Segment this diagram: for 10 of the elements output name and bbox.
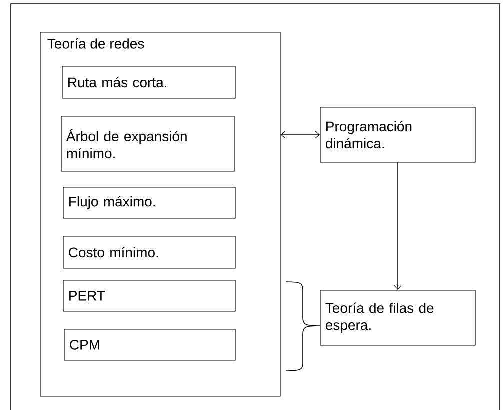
process-box: Ruta más corta.	[62, 66, 236, 99]
process-box: Costo mínimo.	[63, 236, 236, 269]
process-box: Árbol de expansión mínimo.	[61, 116, 235, 172]
process-box: CPM	[64, 329, 236, 361]
arrow	[394, 162, 402, 290]
process-box: Teoría de filas de espera.	[320, 290, 476, 346]
process-box: PERT	[63, 280, 236, 312]
process-box: Programación dinámica.	[320, 107, 476, 163]
arrow	[280, 131, 320, 139]
process-box: Flujo máximo.	[63, 187, 236, 219]
